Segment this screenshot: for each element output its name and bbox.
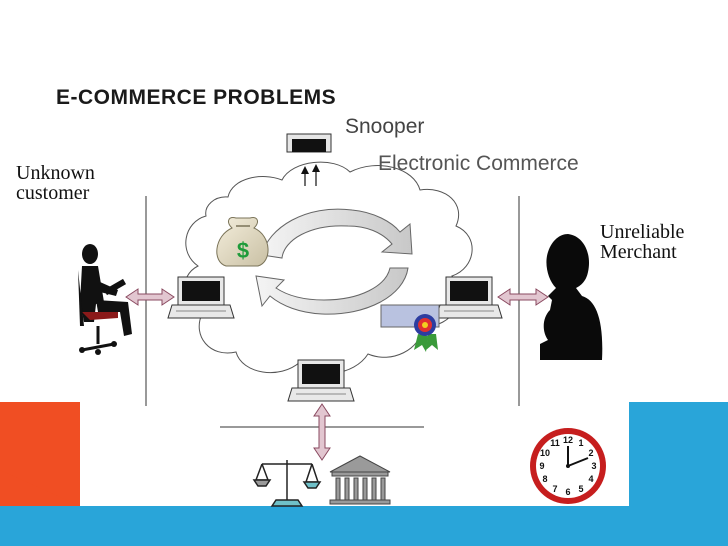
bank-link-arrow: [313, 403, 331, 461]
customer-laptop-icon: [167, 276, 235, 319]
merchant-label: Unreliable Merchant: [600, 222, 684, 262]
merchant-link-arrow: [497, 288, 549, 306]
top-cycle-arrow: [261, 208, 413, 259]
bottom-cycle-arrow: [255, 267, 409, 315]
customer-link-arrow: [125, 288, 175, 306]
clock-number: 1: [578, 438, 583, 448]
snooper-label: Snooper: [345, 115, 425, 138]
electronic-commerce-label: Electronic Commerce: [378, 152, 579, 175]
clock-number: 5: [578, 484, 583, 494]
bank-icon: [329, 455, 391, 505]
clock-number: 12: [563, 435, 573, 445]
bottom-accent-band: [0, 506, 728, 546]
snooper-laptop-icon: [286, 133, 332, 153]
scales-icon: [252, 460, 322, 507]
customer-silhouette: [78, 244, 132, 355]
money-bag-symbol: $: [237, 238, 249, 263]
certificate-icon: [380, 304, 440, 352]
clock-icon: 12 1 2 3 4 5 6 7 8 9 10 11: [530, 428, 606, 504]
merchant-silhouette: [540, 234, 603, 360]
money-bag-icon: $: [216, 217, 269, 267]
clock-number: 9: [539, 461, 544, 471]
clock-number: 10: [540, 448, 550, 458]
clock-number: 2: [588, 448, 593, 458]
merchant-label-line1: Unreliable: [600, 221, 685, 243]
snooper-arrows: [301, 164, 320, 186]
bank-laptop-icon: [287, 359, 355, 402]
merchant-laptop-icon: [435, 276, 503, 319]
customer-label: Unknown customer: [16, 163, 95, 203]
clock-number: 7: [552, 484, 557, 494]
clock-number: 11: [550, 438, 560, 448]
clock-number: 4: [588, 474, 593, 484]
customer-label-line2: customer: [16, 182, 90, 204]
clock-number: 3: [591, 461, 596, 471]
slide-title: E-COMMERCE PROBLEMS: [56, 86, 337, 109]
merchant-label-line2: Merchant: [600, 241, 677, 263]
orange-accent-corner: [0, 470, 80, 506]
clock-number: 6: [565, 487, 570, 497]
customer-label-line1: Unknown: [16, 162, 95, 184]
clock-number: 8: [542, 474, 547, 484]
